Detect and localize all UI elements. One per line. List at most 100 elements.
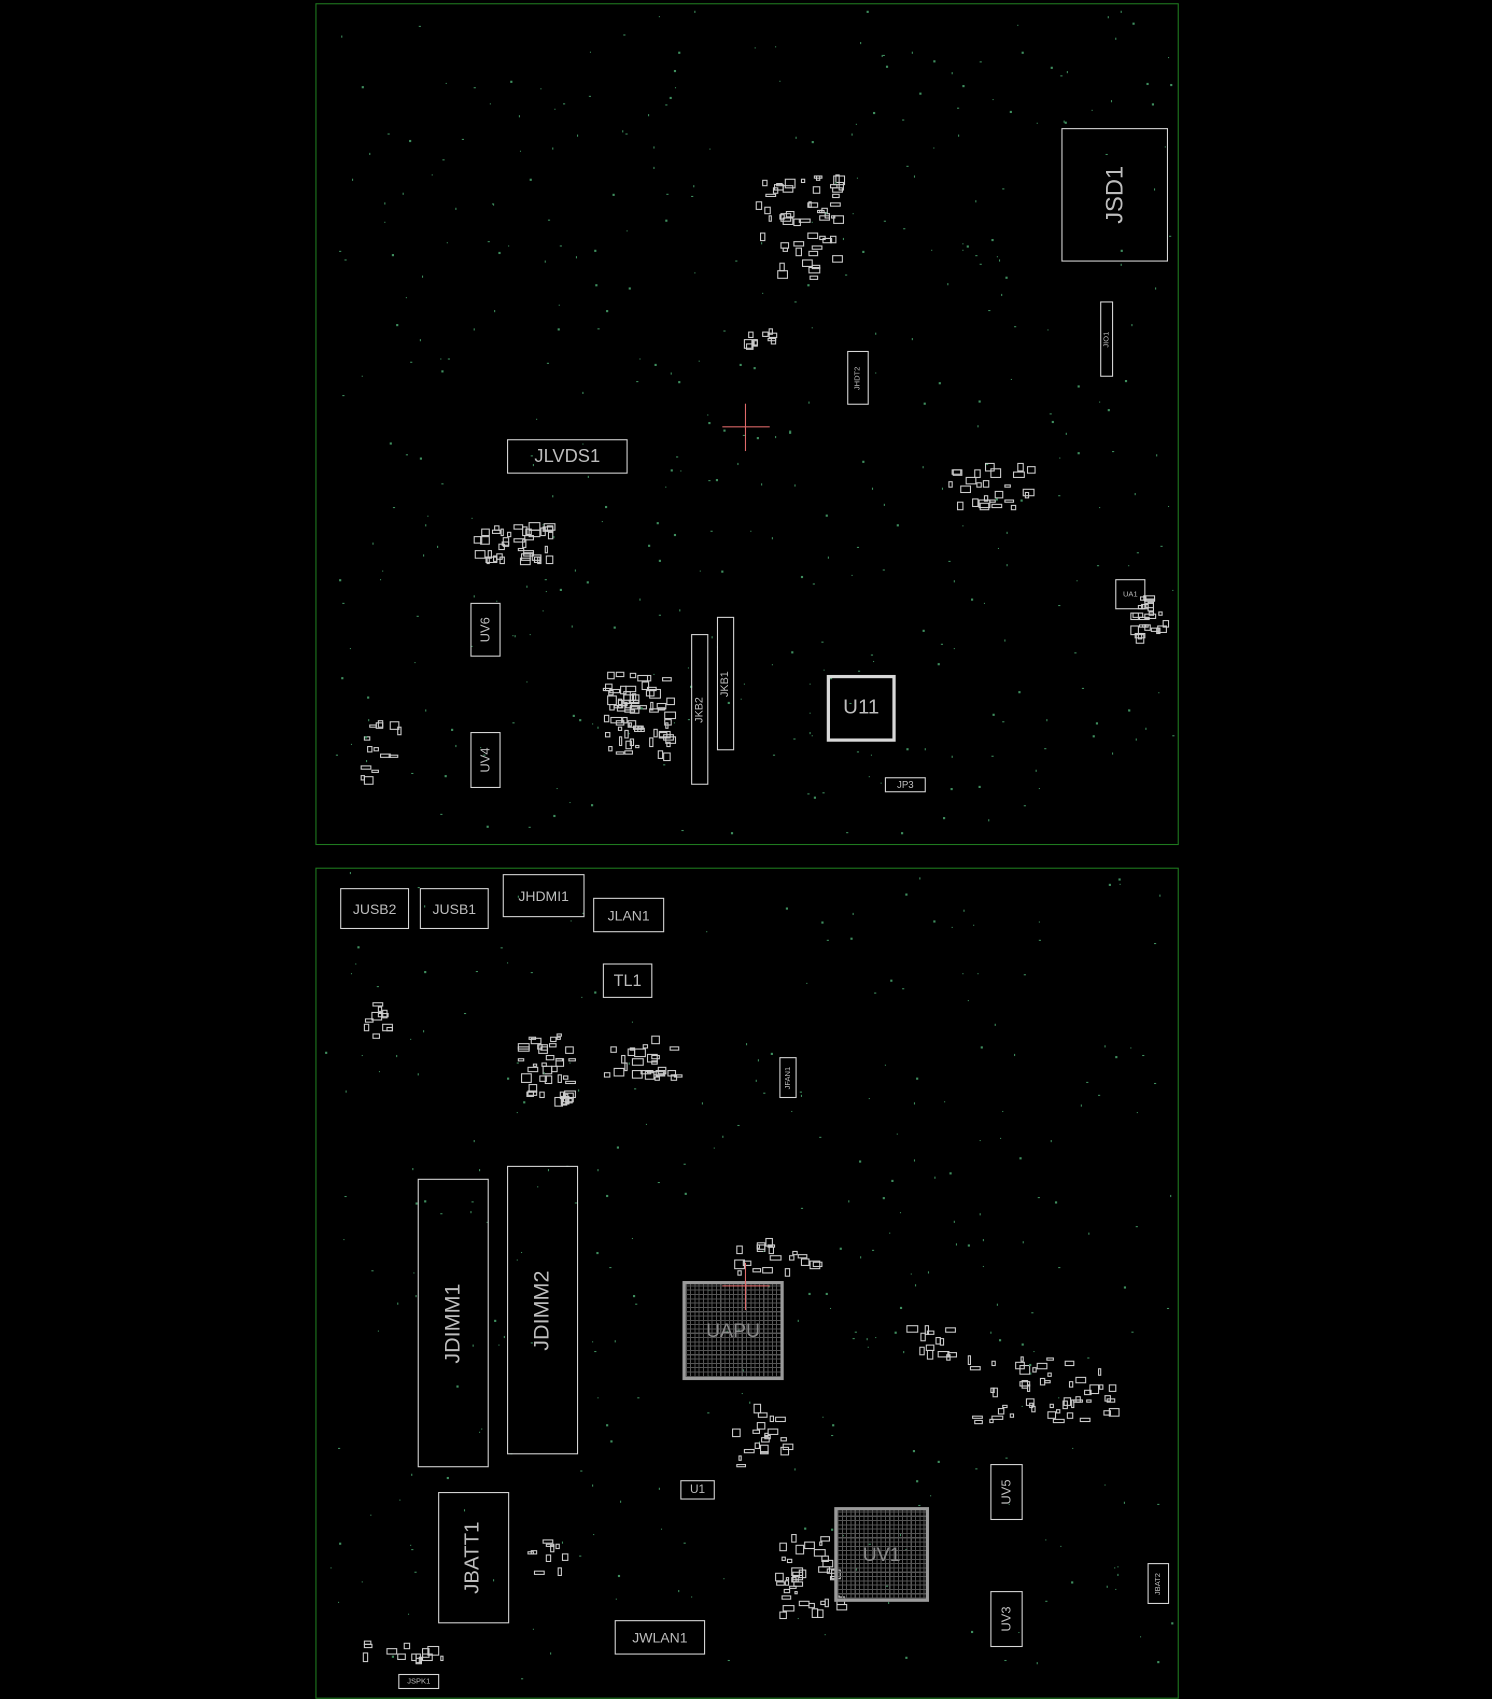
smd-part[interactable] [377,1012,390,1018]
smd-part[interactable] [800,1258,810,1266]
smd-part[interactable] [388,754,399,758]
smd-part[interactable] [654,1076,661,1081]
smd-part[interactable] [1134,633,1146,639]
smd-part[interactable] [780,1437,787,1442]
smd-part[interactable] [967,1355,972,1365]
smd-part[interactable] [768,215,773,223]
smd-part[interactable] [765,193,776,197]
smd-part[interactable] [1019,1365,1031,1375]
smd-part[interactable] [1032,1367,1037,1373]
smd-part[interactable] [362,1652,369,1662]
smd-part[interactable] [473,535,483,544]
smd-part[interactable] [802,259,814,267]
smd-part[interactable] [610,1046,617,1054]
smd-part[interactable] [649,689,661,699]
smd-part[interactable] [817,1609,824,1618]
smd-part[interactable] [820,1601,827,1605]
smd-part[interactable] [422,1653,433,1662]
smd-part[interactable] [790,1577,797,1583]
smd-part[interactable] [1102,1410,1111,1416]
smd-part[interactable] [990,1388,995,1394]
smd-part[interactable] [1108,1384,1116,1392]
smd-part[interactable] [838,181,844,191]
smd-part[interactable] [732,1428,741,1438]
top-board-panel[interactable] [315,3,1179,846]
smd-part[interactable] [372,1033,381,1040]
smd-part[interactable] [1132,612,1144,619]
smd-part[interactable] [952,469,963,476]
smd-part[interactable] [500,528,505,537]
smd-part[interactable] [808,250,819,257]
smd-part[interactable] [978,499,991,508]
component-uv4[interactable]: UV4 [470,732,501,788]
smd-part[interactable] [782,1605,795,1612]
smd-part[interactable] [813,175,823,180]
component-ua1[interactable]: UA1 [1115,579,1146,610]
smd-part[interactable] [530,1550,538,1554]
smd-part[interactable] [1063,1397,1072,1406]
smd-part[interactable] [367,745,372,753]
smd-part[interactable] [561,1553,569,1562]
component-jkb2[interactable]: JKB2 [691,634,709,785]
smd-part[interactable] [371,1011,383,1021]
smd-part[interactable] [556,1036,562,1041]
smd-part[interactable] [920,1333,926,1342]
smd-part[interactable] [829,202,841,208]
smd-part[interactable] [940,1337,945,1346]
component-tl1[interactable]: TL1 [602,963,653,998]
component-jbat2[interactable]: JBAT2 [1147,1563,1170,1604]
smd-part[interactable] [1150,627,1159,633]
smd-part[interactable] [524,534,535,541]
smd-part[interactable] [794,1590,799,1594]
component-jusb2[interactable]: JUSB2 [340,888,410,930]
component-jfan1[interactable]: JFAN1 [779,1057,797,1099]
smd-part[interactable] [1066,1412,1073,1419]
smd-part[interactable] [791,1534,797,1543]
smd-part[interactable] [623,691,632,701]
smd-part[interactable] [629,705,640,715]
smd-part[interactable] [538,1043,549,1054]
smd-part[interactable] [829,235,837,243]
smd-part[interactable] [808,266,820,274]
smd-part[interactable] [364,776,374,785]
smd-part[interactable] [674,1073,683,1078]
component-uv5[interactable]: UV5 [990,1464,1023,1521]
smd-part[interactable] [555,1544,561,1550]
smd-part[interactable] [528,521,541,531]
smd-part[interactable] [363,1641,372,1646]
smd-part[interactable] [992,1388,999,1398]
smd-part[interactable] [948,481,953,489]
component-uv3[interactable]: UV3 [990,1591,1023,1648]
smd-part[interactable] [991,1360,996,1367]
smd-part[interactable] [795,1544,804,1555]
smd-part[interactable] [474,549,486,560]
component-u1[interactable]: U1 [680,1480,715,1500]
smd-part[interactable] [795,247,803,256]
smd-part[interactable] [618,698,623,706]
smd-part[interactable] [831,215,836,219]
smd-part[interactable] [520,1073,533,1083]
smd-part[interactable] [784,1580,789,1586]
smd-part[interactable] [541,1062,547,1067]
smd-part[interactable] [759,232,766,241]
smd-part[interactable] [919,1346,925,1356]
smd-part[interactable] [559,1091,565,1100]
smd-part[interactable] [649,737,653,748]
smd-part[interactable] [543,523,556,531]
smd-part[interactable] [793,1581,804,1587]
smd-part[interactable] [983,495,989,502]
smd-part[interactable] [742,1260,752,1267]
smd-part[interactable] [821,207,828,214]
smd-part[interactable] [753,1404,762,1413]
smd-part[interactable] [372,1002,384,1007]
smd-part[interactable] [549,1036,557,1043]
smd-part[interactable] [1020,1356,1025,1363]
smd-part[interactable] [1026,1398,1035,1406]
smd-part[interactable] [974,469,981,478]
smd-part[interactable] [956,501,963,511]
smd-part[interactable] [783,217,794,226]
smd-part[interactable] [546,1543,555,1548]
smd-part[interactable] [642,1044,649,1049]
smd-part[interactable] [373,747,379,751]
